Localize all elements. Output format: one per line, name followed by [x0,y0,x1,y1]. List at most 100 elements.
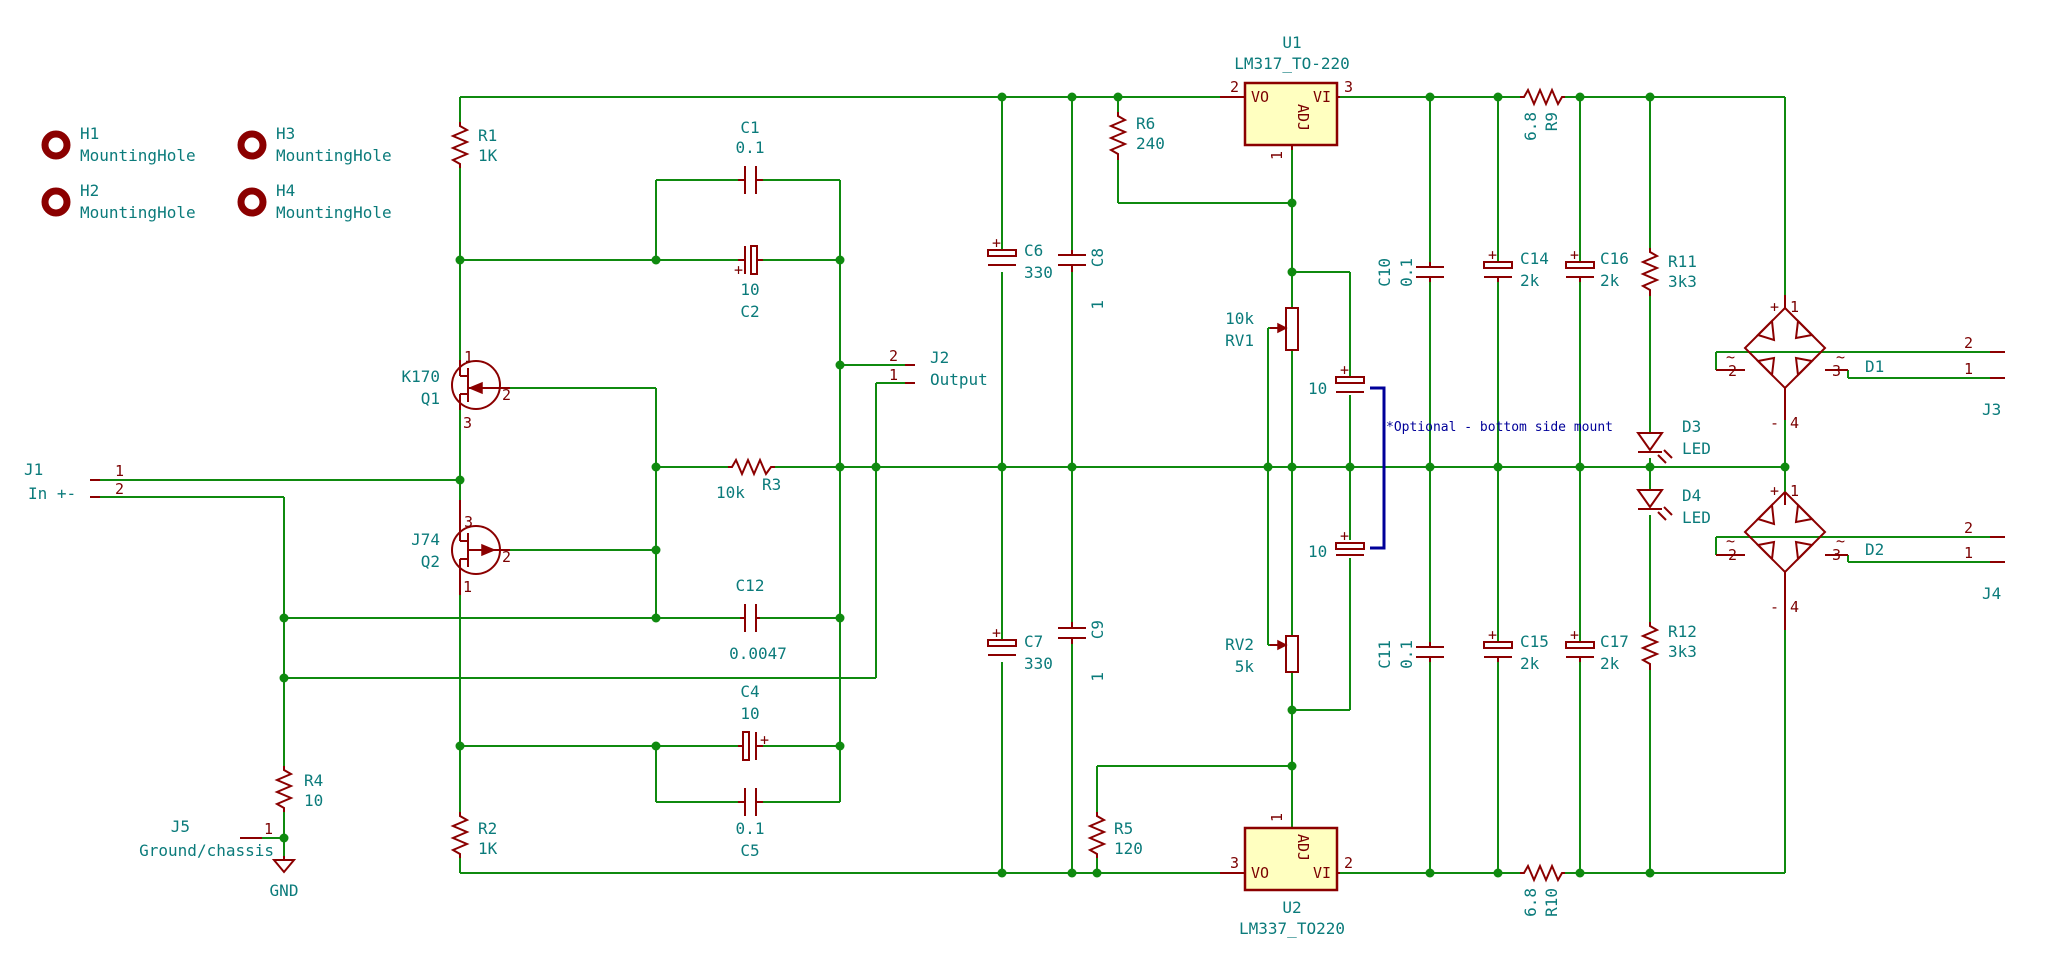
j1-pin2: 2 [115,480,124,498]
resistor-r2: R2 1K [450,812,498,858]
u1-ref: U1 [1282,33,1301,52]
jfet-q2: 3 1 2 J74 Q2 [411,500,511,596]
q2-pin3: 3 [464,513,473,531]
h4-value: MountingHole [276,203,392,222]
u2-ref: U2 [1282,898,1301,917]
d4-ref: D4 [1682,486,1701,505]
q1-pin1: 1 [464,348,473,366]
q2-pin2: 2 [502,548,511,566]
u1-pin3: 3 [1344,78,1353,96]
resistor-r1: R1 1K [450,122,498,168]
c17-plus: + [1570,626,1579,644]
d1-pin4: 4 [1790,414,1799,432]
j4-pin2: 2 [1964,519,1973,537]
capacitor-c4: + C4 10 [738,682,769,761]
r2-ref: R2 [478,819,497,838]
capacitor-c5: 0.1 C5 [736,788,764,860]
r10-value: 6.8 [1521,888,1540,917]
c2-value: 10 [740,280,759,299]
q1-pin3: 3 [463,414,472,432]
resistor-r4: R4 10 [274,766,323,812]
d1-pin2: 2 [1728,362,1737,380]
bridge-d2: + 1 - 4 2 ~ 3 ~ D2 [1716,482,1884,630]
j1-pin1: 1 [115,462,124,480]
r1-value: 1K [478,146,498,165]
connector-j3: 2 1 J3 [1964,334,2005,419]
c6-value: 330 [1024,263,1053,282]
cx2-plus: + [1340,527,1349,545]
r5-value: 120 [1114,839,1143,858]
d1-pin1: 1 [1790,298,1799,316]
r6-value: 240 [1136,134,1165,153]
resistor-r9: 6.8 R9 [1520,87,1565,141]
mounting-hole-h2: H2 MountingHole [41,181,196,222]
capacitor-c12: C12 0.0047 [729,576,787,663]
u2-pin1: 1 [1268,813,1286,822]
c11-value: 0.1 [1397,640,1416,669]
capacitor-c7: + C7 330 [987,624,1053,673]
d2-pin3: 3 [1832,546,1841,564]
d2-ref: D2 [1865,540,1884,559]
capacitor-c16: + C16 2k [1565,246,1629,290]
c4-plus: + [760,731,769,749]
c10-ref: C10 [1375,258,1394,287]
connector-j1: 1 2 J1 In +- [24,460,124,503]
u2-pin3: 3 [1230,854,1239,872]
capacitor-c14: + C14 2k [1483,246,1549,290]
regulator-u1: VO VI ADJ 2 3 1 U1 LM317_TO-220 [1220,33,1353,160]
c11-ref: C11 [1375,640,1394,669]
r11-ref: R11 [1668,252,1697,271]
r2-value: 1K [478,839,498,858]
q1-pin2: 2 [502,386,511,404]
c10-value: 0.1 [1397,258,1416,287]
c6-ref: C6 [1024,241,1043,260]
mounting-hole-h4: H4 MountingHole [237,181,392,222]
d1-pin3: 3 [1832,362,1841,380]
connector-j2: 2 1 J2 Output [889,347,988,389]
j3-ref: J3 [1982,400,2001,419]
h4-ref: H4 [276,181,295,200]
capacitor-c10: C10 0.1 [1375,258,1444,287]
j5-value: Ground/chassis [139,841,274,860]
c4-ref: C4 [740,682,759,701]
h3-ref: H3 [276,124,295,143]
q2-value: J74 [411,530,440,549]
u1-pin2: 2 [1230,78,1239,96]
mounting-hole-h1: H1 MountingHole [41,124,196,165]
capacitor-c1: C1 0.1 [736,118,764,194]
r9-ref: R9 [1542,112,1561,131]
connector-j5: 1 J5 Ground/chassis [139,817,274,860]
gnd-label: GND [270,881,299,900]
h3-value: MountingHole [276,146,392,165]
c14-ref: C14 [1520,249,1549,268]
d1-plus: + [1770,298,1779,316]
j5-ref: J5 [171,817,190,836]
r4-ref: R4 [304,771,323,790]
jfet-q1: 1 3 2 K170 Q1 [401,348,511,432]
capacitor-optional-top: + 10 [1308,361,1365,398]
c8-ref: C8 [1088,248,1107,267]
u2-adj: ADJ [1294,834,1312,861]
resistor-r5: R5 120 [1087,812,1143,858]
d4-value: LED [1682,508,1711,527]
d3-ref: D3 [1682,417,1701,436]
r6-ref: R6 [1136,114,1155,133]
j2-pin1: 1 [889,366,898,384]
j3-pin2: 2 [1964,334,1973,352]
c2-plus: + [734,261,743,279]
u1-value: LM317_TO-220 [1234,54,1350,73]
q1-value: K170 [401,367,440,386]
capacitor-c9: C9 1 [1058,620,1107,682]
r10-ref: R10 [1542,888,1561,917]
r9-value: 6.8 [1521,112,1540,141]
c12-ref: C12 [736,576,765,595]
u2-vo: VO [1251,864,1269,882]
led-d4: D4 LED [1636,486,1711,527]
c8-value: 1 [1088,300,1107,310]
j2-ref: J2 [930,348,949,367]
c16-plus: + [1570,246,1579,264]
c15-ref: C15 [1520,632,1549,651]
rv2-value: 5k [1235,657,1255,676]
j2-pin2: 2 [889,347,898,365]
junctions [279,92,1790,878]
